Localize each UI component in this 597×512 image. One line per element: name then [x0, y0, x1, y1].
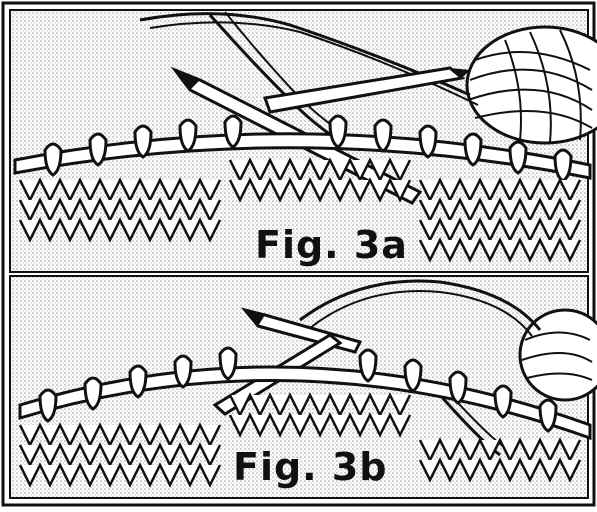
- figure-caption-3a: Fig. 3a: [255, 226, 408, 264]
- figure-caption-3b: Fig. 3b: [233, 448, 388, 486]
- yarn-ball-icon: [520, 310, 597, 400]
